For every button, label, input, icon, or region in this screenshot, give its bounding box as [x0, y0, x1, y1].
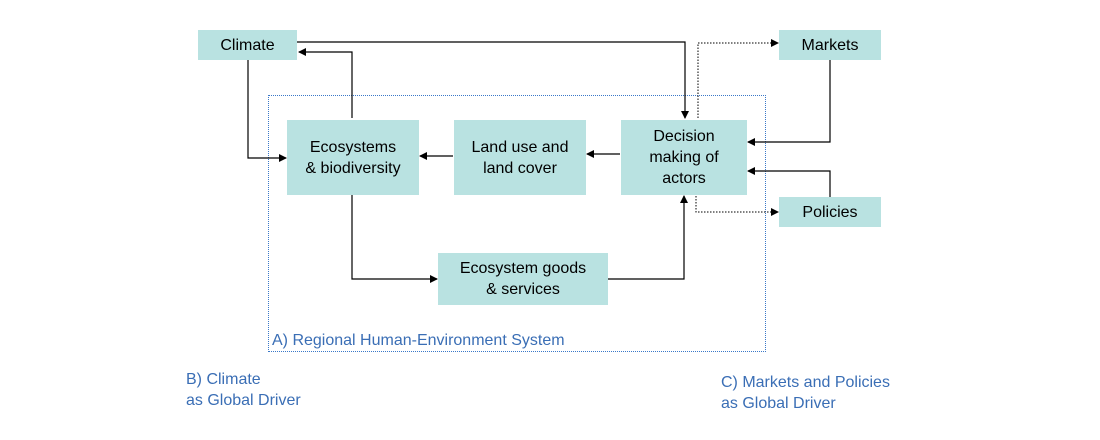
ecosystems-box: Ecosystems & biodiversity — [287, 120, 419, 195]
ecosystem-goods-box: Ecosystem goods & services — [438, 253, 608, 305]
land-use-box: Land use and land cover — [454, 120, 586, 195]
regional-system-boundary — [268, 95, 766, 352]
edge-policies-to-decision — [747, 167, 831, 197]
edge-ecosystems-to-climate — [298, 48, 353, 118]
climate-label: Climate — [220, 36, 275, 54]
edge-ecosystems-to-goods — [351, 195, 438, 283]
policies-label: Policies — [802, 203, 858, 221]
ecosystems-label: Ecosystems & biodiversity — [305, 138, 401, 177]
decision-making-label: Decision making of actors — [649, 128, 719, 187]
policies-box: Policies — [779, 197, 881, 227]
decision-making-box: Decision making of actors — [621, 120, 747, 195]
driver-c-caption: C) Markets and Policies as Global Driver — [721, 374, 890, 412]
ecosystem-goods-label: Ecosystem goods & services — [459, 260, 587, 298]
edge-climate-to-decision — [297, 41, 689, 119]
edge-decision-to-policies — [695, 196, 779, 216]
edge-goods-to-decision — [608, 195, 688, 280]
climate-box: Climate — [198, 30, 297, 60]
edge-markets-to-decision — [747, 60, 831, 146]
markets-box: Markets — [779, 30, 881, 60]
edge-climate-to-ecosystems — [247, 60, 287, 162]
driver-b-caption: B) Climate as Global Driver — [186, 371, 301, 409]
markets-label: Markets — [801, 36, 859, 54]
edge-decision-to-markets — [697, 39, 779, 118]
region-a-caption: A) Regional Human-Environment System — [272, 332, 565, 349]
land-use-label: Land use and land cover — [471, 138, 569, 177]
